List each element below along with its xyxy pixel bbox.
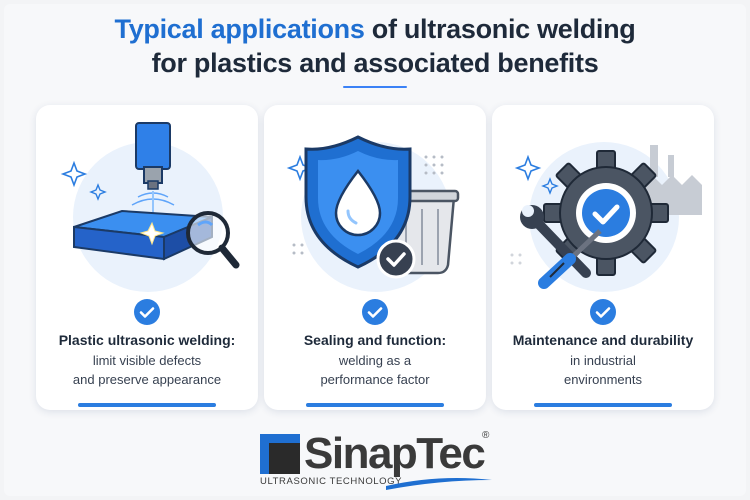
title-highlight: Typical applications <box>114 14 365 44</box>
card-accent-bar <box>306 403 444 407</box>
shield-drop-icon <box>286 135 460 292</box>
card-description: limit visible defects and preserve appea… <box>36 351 258 389</box>
logo-registered: ® <box>482 430 490 441</box>
logo-brand: SinapTec <box>304 429 486 478</box>
card-description-line: welding as a <box>338 353 412 368</box>
card-accent-bar <box>78 403 216 407</box>
logo-tagline: ULTRASONIC TECHNOLOGY <box>260 476 403 487</box>
title-rest: of ultrasonic welding <box>364 14 636 44</box>
check-circle-icon <box>590 299 616 325</box>
card-sealing-function: Sealing and function: welding as a perfo… <box>264 105 486 410</box>
card-description-line: performance factor <box>320 372 430 387</box>
title-line2: for plastics and associated benefits <box>151 48 599 78</box>
card-heading: Plastic ultrasonic welding: <box>58 332 236 348</box>
card-description: welding as a performance factor <box>264 351 486 389</box>
title-underline <box>343 86 407 88</box>
card-maintenance-durability: Maintenance and durability in industrial… <box>492 105 714 410</box>
check-circle-icon <box>362 299 388 325</box>
sinaptec-logo: SinapTec ® ULTRASONIC TECHNOLOGY <box>256 428 496 494</box>
card-description-line: in industrial <box>570 353 636 368</box>
card-heading: Sealing and function: <box>303 332 447 348</box>
ultrasonic-welding-icon <box>60 122 240 292</box>
page-title: Typical applications of ultrasonic weldi… <box>0 12 750 80</box>
check-circle-icon <box>134 299 160 325</box>
card-description-line: limit visible defects <box>92 353 202 368</box>
card-heading: Maintenance and durability <box>512 332 694 348</box>
logo-swoosh-icon <box>386 478 492 490</box>
card-description-line: environments <box>563 372 643 387</box>
card-description: in industrial environments <box>492 351 714 389</box>
card-accent-bar <box>534 403 672 407</box>
card-description-line: and preserve appearance <box>72 372 222 387</box>
logo-mark-icon <box>260 434 300 474</box>
gear-tools-icon <box>510 142 702 292</box>
card-ultrasonic-welding: Plastic ultrasonic welding: limit visibl… <box>36 105 258 410</box>
